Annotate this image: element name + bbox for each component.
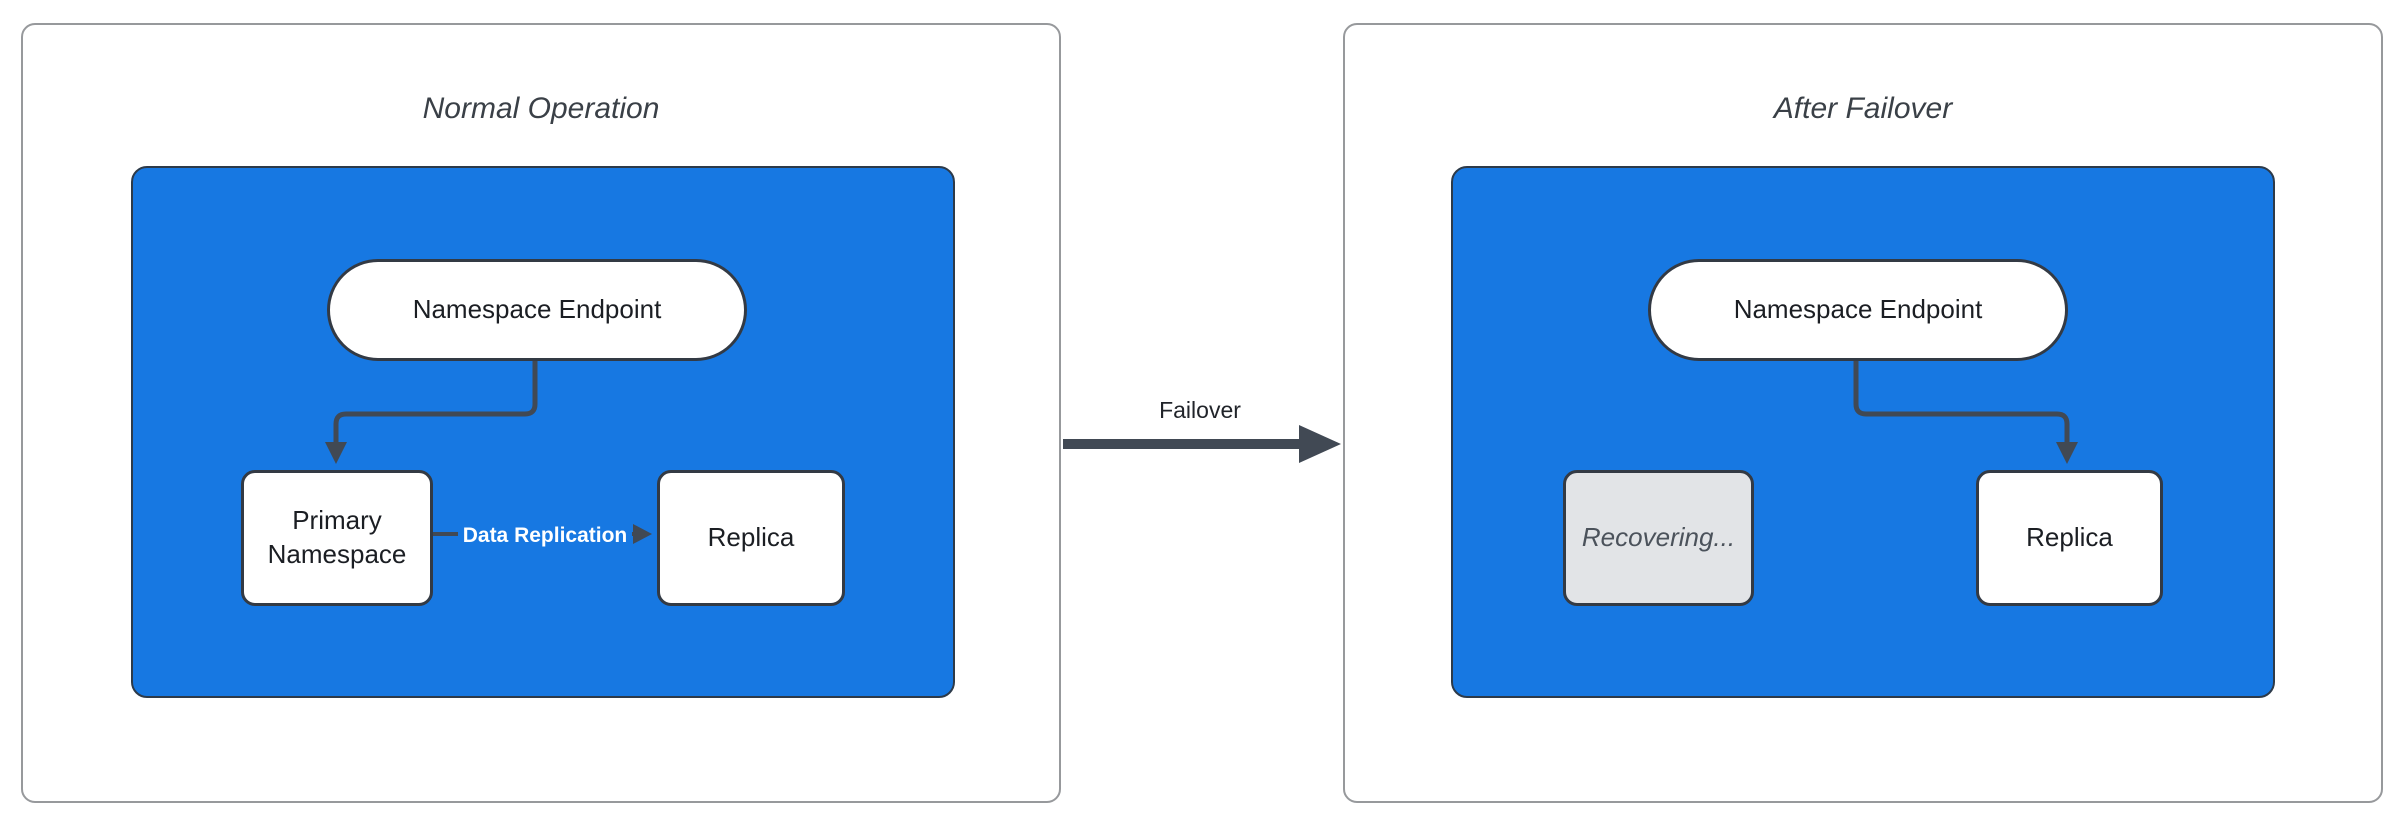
replica-label: Replica <box>2026 522 2113 553</box>
recovering-node: Recovering... <box>1563 470 1754 606</box>
namespace-endpoint-node: Namespace Endpoint <box>1648 259 2068 361</box>
namespace-cluster-box <box>1451 166 2275 698</box>
data-replication-label: Data Replication <box>457 521 633 551</box>
data-replication-edge-label-wrap: Data Replication <box>433 516 657 556</box>
namespace-endpoint-label: Namespace Endpoint <box>412 294 662 325</box>
primary-namespace-node: Primary Namespace <box>241 470 433 606</box>
namespace-cluster-box <box>131 166 955 698</box>
normal-operation-panel: Normal Operation Namespace Endpoint Prim… <box>21 23 1061 803</box>
failover-arrowhead <box>1299 425 1341 463</box>
replica-label: Replica <box>707 522 795 553</box>
namespace-endpoint-node: Namespace Endpoint <box>327 259 747 361</box>
recovering-label: Recovering... <box>1581 522 1736 553</box>
panel-title: Normal Operation <box>422 92 660 125</box>
replica-node: Replica <box>1976 470 2163 606</box>
primary-namespace-label: Primary Namespace <box>267 505 407 569</box>
namespace-endpoint-label: Namespace Endpoint <box>1733 294 1983 325</box>
replica-node: Replica <box>657 470 845 606</box>
failover-label: Failover <box>1159 397 1241 423</box>
panel-title: After Failover <box>1773 92 1953 125</box>
after-failover-panel: After Failover Namespace Endpoint Recove… <box>1343 23 2383 803</box>
